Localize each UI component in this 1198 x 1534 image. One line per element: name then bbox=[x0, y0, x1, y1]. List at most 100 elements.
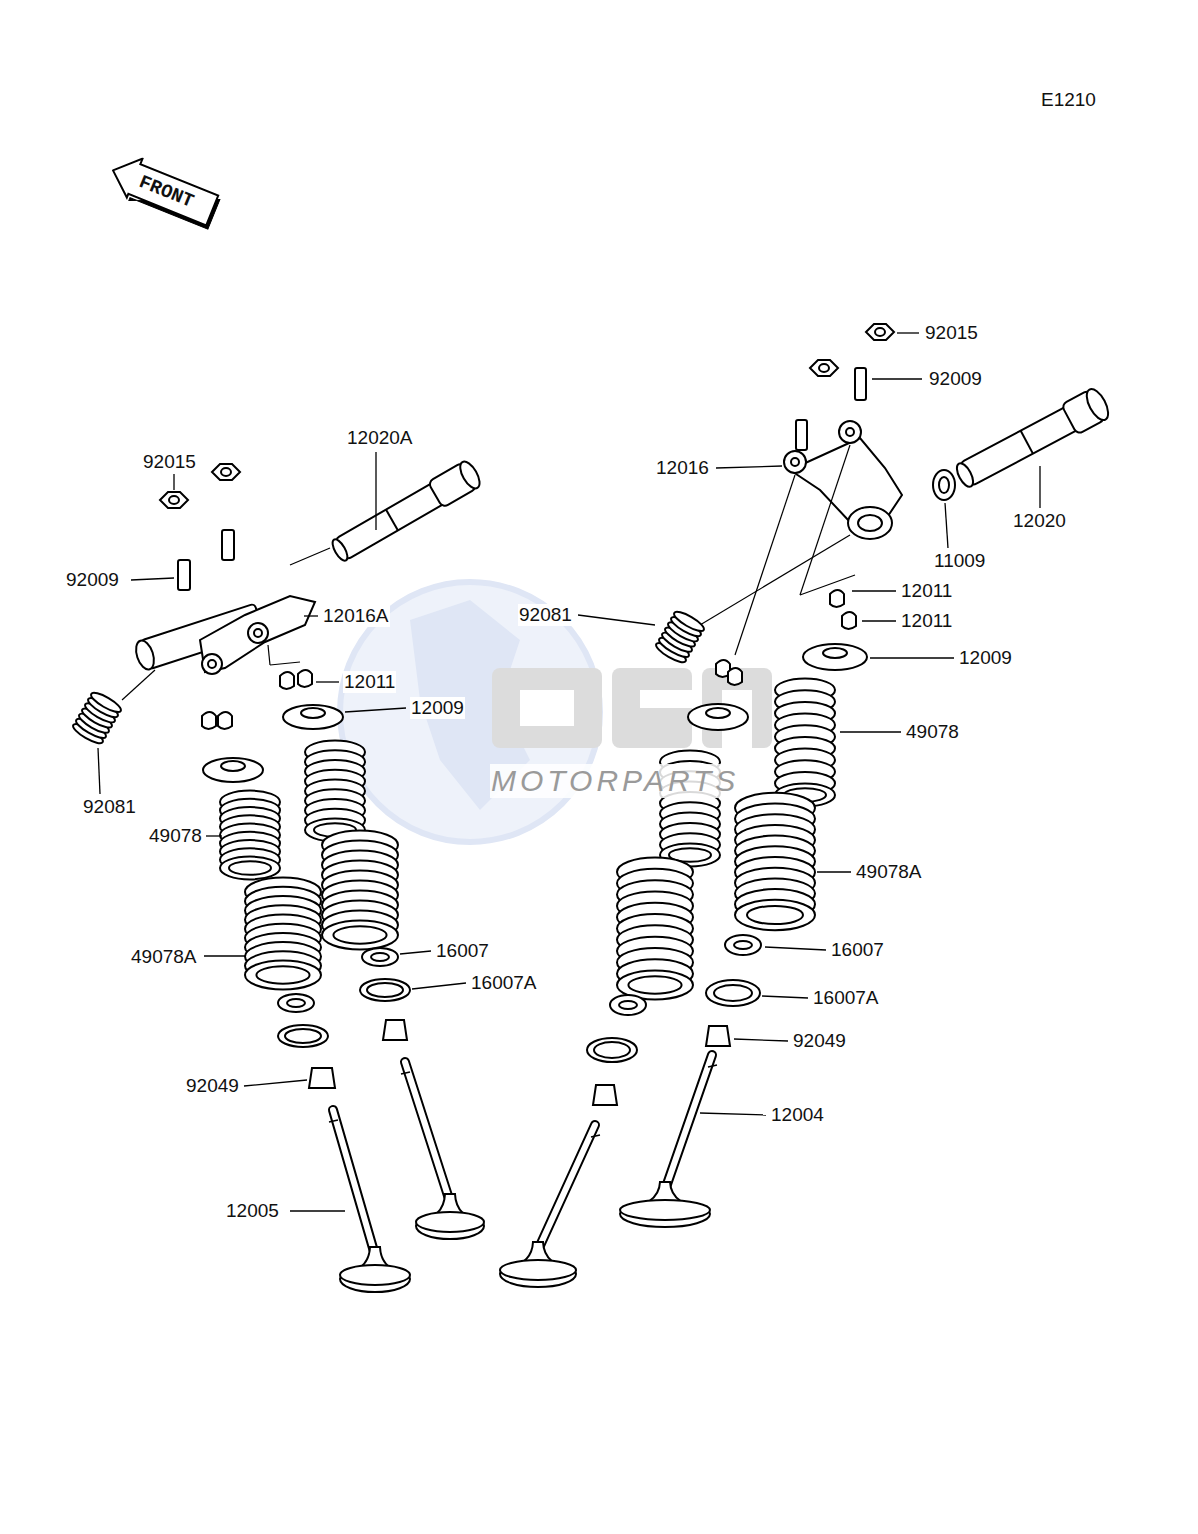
washer bbox=[933, 470, 955, 500]
valve bbox=[401, 1062, 484, 1239]
valve-stem-outline bbox=[665, 1055, 712, 1190]
spring-seat bbox=[594, 1042, 630, 1058]
callout-number: 12009 bbox=[410, 697, 465, 719]
valve-head bbox=[500, 1261, 576, 1287]
rocker-arm bbox=[133, 596, 315, 674]
spring-seat bbox=[285, 1029, 321, 1043]
washers-seals bbox=[278, 935, 761, 1105]
valve-stem bbox=[405, 1062, 450, 1202]
callout-number: 92081 bbox=[518, 604, 573, 626]
spring-coil bbox=[672, 609, 706, 635]
valve-groove bbox=[591, 1135, 600, 1137]
spring-coil bbox=[747, 906, 803, 924]
callout-number: 16007A bbox=[812, 987, 880, 1009]
callout-number: 12011 bbox=[900, 580, 953, 602]
valve-head bbox=[620, 1201, 710, 1227]
valve-groove bbox=[708, 1065, 717, 1067]
stem-seal bbox=[593, 1085, 617, 1105]
coil-spring bbox=[322, 831, 398, 950]
stem-seal bbox=[706, 1026, 730, 1046]
spring-coil bbox=[256, 966, 309, 983]
spring-seat bbox=[371, 953, 389, 961]
parts-group bbox=[122, 324, 1112, 782]
callout-number: 16007 bbox=[830, 939, 885, 961]
callout-number: 92009 bbox=[928, 368, 983, 390]
callout-number: 49078 bbox=[905, 721, 960, 743]
valve-head-face bbox=[416, 1212, 484, 1232]
valve-stem-outline bbox=[333, 1110, 375, 1255]
spring-seat bbox=[362, 948, 398, 966]
valve-groove bbox=[401, 1072, 410, 1074]
valve-stem bbox=[665, 1055, 712, 1190]
callout-number: 92049 bbox=[792, 1030, 847, 1052]
callout-number: 12020 bbox=[1012, 510, 1067, 532]
stem-seal bbox=[383, 1020, 407, 1040]
coil-spring bbox=[220, 791, 280, 880]
callout-number: 12016A bbox=[322, 605, 390, 627]
spring-seat bbox=[725, 935, 761, 955]
adjust-screw bbox=[160, 464, 240, 590]
callout-number: 11009 bbox=[933, 550, 986, 572]
valve-stem-outline bbox=[538, 1125, 595, 1250]
spring-coil bbox=[333, 926, 386, 943]
spring-coil bbox=[229, 861, 271, 875]
spring-coil bbox=[245, 961, 321, 990]
callout-number: 12020A bbox=[346, 427, 414, 449]
spring-seat bbox=[706, 980, 760, 1006]
callout-number: 12016 bbox=[655, 457, 710, 479]
spring-seat bbox=[610, 995, 646, 1015]
callout-number: 12004 bbox=[770, 1104, 825, 1126]
callout-number: 12009 bbox=[958, 647, 1013, 669]
spring-seat bbox=[587, 1038, 637, 1062]
callout-number: E1210 bbox=[1040, 89, 1097, 111]
callout-number: 12011 bbox=[900, 610, 953, 632]
spring-coil bbox=[89, 690, 123, 716]
valve-head bbox=[340, 1266, 410, 1292]
arrow-shape bbox=[106, 150, 221, 229]
coil-spring bbox=[775, 679, 835, 807]
valve-head-face bbox=[340, 1265, 410, 1285]
spring-coil bbox=[735, 900, 815, 930]
assembly-line bbox=[122, 445, 855, 700]
valve-stem bbox=[333, 1110, 375, 1255]
spring-seat bbox=[367, 983, 403, 997]
spring-seat bbox=[714, 985, 752, 1001]
callout-number: 12005 bbox=[225, 1200, 280, 1222]
spring-seat bbox=[287, 999, 305, 1007]
callout-number: 92015 bbox=[924, 322, 979, 344]
coil-spring bbox=[617, 858, 693, 1000]
rocker-shaft bbox=[328, 459, 483, 566]
valve-head bbox=[416, 1213, 484, 1239]
callout-number: 49078A bbox=[130, 946, 198, 968]
spring-seat bbox=[278, 1025, 328, 1047]
valve-keeper bbox=[202, 590, 856, 729]
spring-seat bbox=[619, 1001, 637, 1009]
coil-spring bbox=[305, 741, 365, 842]
spring-coil bbox=[628, 976, 681, 993]
direction-arrow: FRONT bbox=[103, 149, 224, 234]
coil-spring bbox=[735, 793, 815, 930]
valve-head-face bbox=[500, 1260, 576, 1280]
spring-retainer bbox=[203, 644, 867, 782]
rocker-spring bbox=[654, 609, 706, 666]
watermark-text: MOTORPARTS bbox=[490, 764, 740, 798]
leader-lines bbox=[98, 333, 1040, 1211]
callout-number: 12011 bbox=[343, 671, 396, 693]
callout-number: 49078A bbox=[855, 861, 923, 883]
generated-parts bbox=[71, 609, 835, 1292]
watermark-logo bbox=[492, 668, 772, 748]
valve bbox=[329, 1110, 410, 1292]
callout-number: 92009 bbox=[65, 569, 120, 591]
rocker-shaft bbox=[952, 386, 1113, 493]
coil-spring bbox=[245, 878, 321, 990]
spring-coil bbox=[322, 921, 398, 950]
spring-seat bbox=[734, 941, 752, 949]
spring-seat bbox=[360, 979, 410, 1001]
valve-stem bbox=[538, 1125, 595, 1250]
adjust-screw bbox=[796, 324, 894, 450]
valve bbox=[620, 1055, 717, 1227]
rocker-arm bbox=[784, 421, 902, 539]
callout-number: 92015 bbox=[142, 451, 197, 473]
valve bbox=[500, 1125, 600, 1287]
valve-head-face bbox=[620, 1200, 710, 1220]
